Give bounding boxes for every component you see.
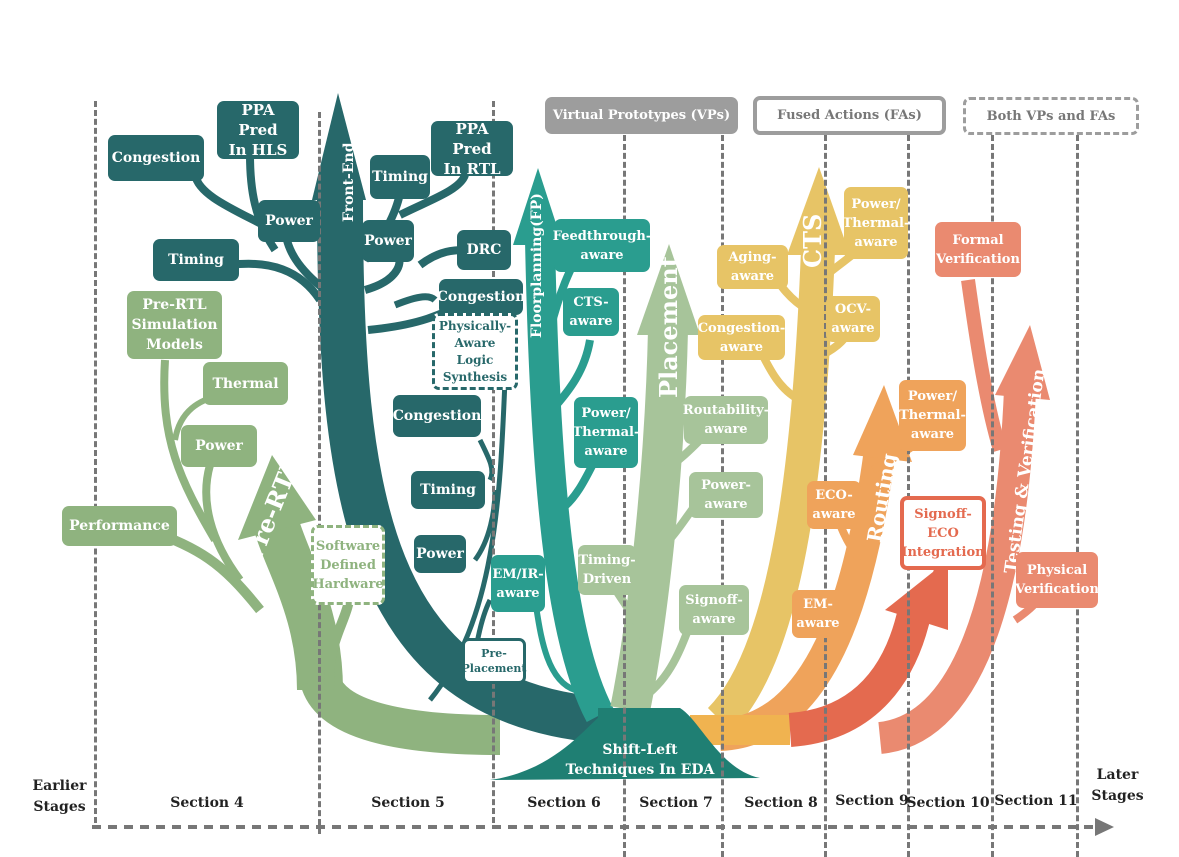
leaf-em-ir-aware: EM/IR- aware [491,555,545,612]
section-label: Section 6 [527,795,601,811]
divider [623,135,626,857]
leaf-thermal: Thermal [203,362,288,405]
branch-power-pre [202,463,244,583]
routing-arrow-head [853,385,912,462]
placement-arrow-head [637,244,700,335]
leaf-feedthrough-aware: Feedthrough- aware [553,219,651,272]
fp-stem [525,239,614,723]
leaf-timing-hls: Timing [153,239,239,281]
branch-prertl-sim [160,359,219,543]
leaf-congestion-rtl: Congestion [437,279,525,315]
branch-ppa-rtl [398,173,469,219]
leaf-routability-aware: Routability- aware [683,396,769,444]
section-label: Section 8 [744,795,818,811]
earlier-stages-label: Earlier Stages [32,778,87,815]
leaf-drc: DRC [457,230,511,270]
stem-label-front-end: Front-End [341,142,357,222]
leaf-power-pre-rtl: Power [181,425,257,467]
divider [991,135,994,857]
leaf-power-aware-placement: Power- aware [689,472,763,518]
section-label: Section 11 [994,793,1078,809]
leaf-congestion-synthesis: Congestion [393,395,481,437]
testing-stem [877,389,1036,754]
leaf-power-synthesis: Power [414,535,466,573]
section-label: Section 10 [906,795,990,811]
branch-cts-aware [549,339,594,413]
leaf-eco-aware: ECO- aware [807,481,861,529]
leaf-power-hls: Power [258,200,320,242]
leaf-congestion-aware-cts: Congestion- aware [698,315,785,360]
root-core [598,708,680,768]
leaf-signoff-eco-integration: Signoff- ECO Integration [900,496,986,570]
front-end-arrow-head [312,93,366,200]
later-stages-label: Later Stages [1091,767,1144,804]
stem-label-cts: CTS [798,213,827,268]
leaf-power-rtl: Power [362,220,414,262]
stem-label-floorplanning: Floorplanning(FP) [529,193,545,338]
leaf-cts-aware: CTS- aware [563,288,619,336]
leaf-timing-driven: Timing- Driven [578,545,636,595]
section-label: Section 4 [170,795,244,811]
section-label: Section 7 [639,795,713,811]
leaf-ocv-aware: OCV- aware [826,296,880,342]
branch-timing-hls [229,259,324,303]
fp-arrow-head [513,168,563,245]
branch-congestion-syn [477,438,495,482]
branch-pals [428,379,508,702]
section-label: Section 5 [371,795,445,811]
leaf-performance: Performance [62,506,177,546]
divider [1076,135,1079,857]
legend-both: Both VPs and FAs [963,97,1139,135]
cts-arrow-head [787,167,850,255]
legend-fused-actions: Fused Actions (FAs) [753,96,946,135]
leaf-timing-rtl: Timing [370,155,430,199]
testing-arrow-head [995,325,1050,400]
pre-rtl-arrow-head [238,455,316,540]
leaf-congestion-hls: Congestion [108,135,204,181]
leaf-power-thermal-aware-cts: Power/ Thermal- aware [843,187,909,259]
leaf-signoff-aware: Signoff- aware [679,585,749,635]
leaf-timing-synthesis: Timing [411,471,485,509]
leaf-physically-aware-logic-synthesis: Physically- Aware Logic Synthesis [432,313,518,390]
leaf-ppa-pred-rtl: PPA Pred In RTL [431,120,513,178]
section-label: Section 9 [835,793,909,809]
leaf-power-thermal-aware-routing: Power/ Thermal- aware [899,380,966,451]
cts-stem [707,249,835,733]
leaf-physical-verification: Physical Verification [1015,552,1099,608]
leaf-pre-rtl-simulation: Pre-RTL Simulation Models [127,291,222,359]
placement-stem [610,329,688,714]
leaf-power-thermal-aware-fp: Power/ Thermal- aware [573,397,639,468]
leaf-pre-placement: Pre- Placement [462,638,527,684]
leaf-em-aware: EM- aware [792,590,844,638]
timeline-arrow-head [1095,818,1114,836]
branch-formal [961,279,1007,453]
pre-rtl-trunk [300,673,501,755]
root-label: Shift-Left Techniques In EDA [565,742,715,778]
leaf-software-defined-hardware: Software Defined Hardware [311,525,385,605]
leaf-formal-verification: Formal Verification [935,222,1021,277]
leaf-ppa-pred-hls: PPA Pred In HLS [217,101,299,159]
legend-virtual-prototypes: Virtual Prototypes (VPs) [545,97,738,134]
leaf-aging-aware: Aging- aware [717,245,788,289]
branch-pals-link [393,293,438,309]
divider [94,101,97,823]
divider [318,112,321,834]
divider [492,101,495,823]
branch-signoff-eco [918,568,942,603]
stem-label-placement: Placement [654,256,683,398]
